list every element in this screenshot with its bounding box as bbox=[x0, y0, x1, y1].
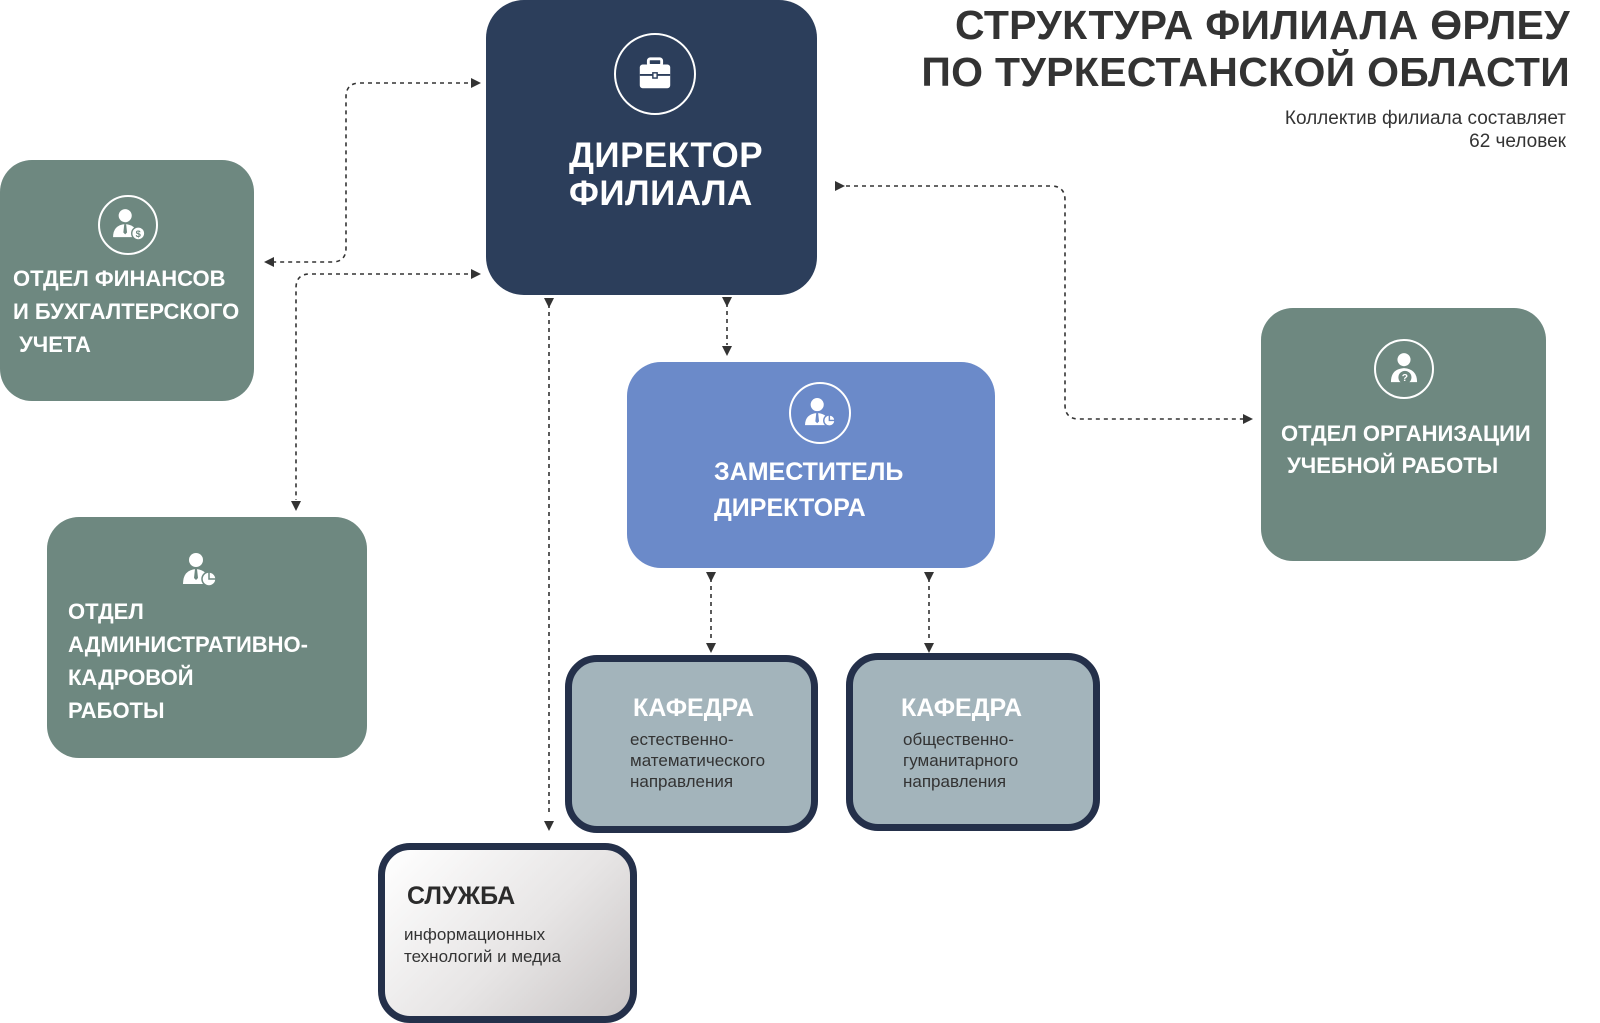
staff-count-note: Коллектив филиала составляет 62 человек bbox=[1285, 107, 1566, 153]
study-department-label: ОТДЕЛ ОРГАНИЗАЦИИ УЧЕБНОЙ РАБОТЫ bbox=[1281, 421, 1531, 478]
page-title: СТРУКТУРА ФИЛИАЛА ӨРЛЕУ ПО ТУРКЕСТАНСКОЙ… bbox=[921, 2, 1570, 96]
arrowhead-kafedra-social bbox=[924, 643, 934, 653]
arrowhead-hr bbox=[291, 501, 301, 511]
kafedra-natural-box[interactable] bbox=[565, 655, 818, 833]
director-label-line-2: ФИЛИАЛА bbox=[569, 174, 753, 213]
hr-label-line-3: КАДРОВОЙ bbox=[68, 665, 194, 690]
deputy-label-line-2: ДИРЕКТОРА bbox=[714, 494, 866, 522]
subtitle-line-2: 62 человек bbox=[1469, 131, 1566, 152]
manager-dollar-icon: $ bbox=[98, 195, 158, 255]
kafedra-natural-subtitle: естественно- математического направления bbox=[630, 730, 766, 791]
kafedra-social-subtitle: общественно- гуманитарного направления bbox=[903, 730, 1019, 791]
arrowhead-director-right bbox=[835, 181, 845, 191]
service-title: СЛУЖБА bbox=[407, 882, 516, 910]
hr-label-line-1: ОТДЕЛ bbox=[68, 599, 144, 624]
hr-department-box[interactable] bbox=[47, 517, 367, 758]
connector-director-finance bbox=[272, 82, 468, 263]
title-line-1: СТРУКТУРА ФИЛИАЛА ӨРЛЕУ bbox=[954, 2, 1570, 48]
arrowhead-kafedra-natural bbox=[706, 643, 716, 653]
arrowhead-director-left-lower bbox=[471, 269, 481, 279]
svg-text:$: $ bbox=[136, 229, 142, 239]
arrowhead-deputy bbox=[722, 346, 732, 356]
manager-chart-icon bbox=[789, 382, 851, 444]
connector-director-hr bbox=[295, 273, 468, 500]
hr-label-line-2: АДМИНИСТРАТИВНО- bbox=[68, 632, 308, 657]
kafedra-social-title: КАФЕДРА bbox=[901, 694, 1023, 722]
arrowhead-study bbox=[1243, 414, 1253, 424]
title-line-2: ПО ТУРКЕСТАНСКОЙ ОБЛАСТИ bbox=[921, 49, 1570, 95]
arrowhead-director-bottom-left bbox=[544, 298, 554, 308]
arrowhead-service bbox=[544, 821, 554, 831]
director-label: ДИРЕКТОР ФИЛИАЛА bbox=[569, 137, 763, 213]
hr-department-label: ОТДЕЛ АДМИНИСТРАТИВНО- КАДРОВОЙ РАБОТЫ bbox=[68, 595, 308, 727]
kafedra-natural-title: КАФЕДРА bbox=[633, 694, 755, 722]
finance-department-label: ОТДЕЛ ФИНАНСОВ И БУХГАЛТЕРСКОГО УЧЕТА bbox=[13, 266, 240, 357]
svg-text:?: ? bbox=[1402, 373, 1408, 384]
subtitle-line-1: Коллектив филиала составляет bbox=[1284, 108, 1566, 129]
director-label-line-1: ДИРЕКТОР bbox=[569, 136, 764, 175]
manager-chart-icon bbox=[176, 548, 224, 596]
arrowhead-deputy-left bbox=[706, 572, 716, 582]
hr-label-line-4: РАБОТЫ bbox=[68, 698, 165, 723]
briefcase-icon bbox=[614, 33, 696, 115]
manager-question-icon: ? bbox=[1374, 339, 1434, 399]
arrowhead-director-left-upper bbox=[471, 78, 481, 88]
deputy-label: ЗАМЕСТИТЕЛЬ ДИРЕКТОРА bbox=[714, 454, 903, 526]
arrowhead-finance bbox=[264, 257, 274, 267]
kafedra-social-box[interactable] bbox=[846, 653, 1100, 831]
deputy-label-line-1: ЗАМЕСТИТЕЛЬ bbox=[714, 458, 904, 486]
arrowhead-director-bottom bbox=[722, 297, 732, 307]
arrowhead-deputy-right bbox=[924, 572, 934, 582]
service-subtitle: информационных технологий и медиа bbox=[404, 925, 561, 966]
